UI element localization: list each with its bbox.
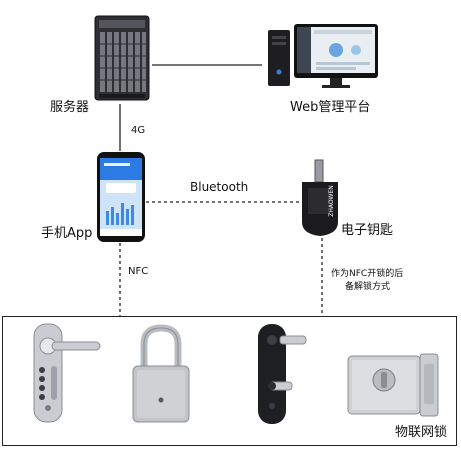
link-nfc-label: NFC (128, 266, 149, 277)
cabinet-lock-icon (250, 322, 310, 426)
link-4g-label: 4G (131, 125, 146, 136)
iot-locks-label: 物联网锁 (395, 425, 448, 440)
server-icon (93, 14, 151, 102)
phone-icon (96, 151, 146, 243)
e-key-label: 电子钥匙 (341, 223, 394, 238)
server-label: 服务器 (50, 100, 90, 115)
e-key-icon: ZHAOWEN (298, 158, 342, 238)
padlock-icon (128, 322, 194, 426)
iot-locks-group (2, 316, 457, 446)
link-bluetooth-label: Bluetooth (190, 180, 249, 194)
backup-note-line2: 备解锁方式 (345, 282, 391, 292)
web-platform-icon (266, 22, 381, 92)
rim-lock-icon (346, 350, 442, 418)
phone-app-label: 手机App (41, 226, 93, 241)
lever-lock-icon (22, 322, 104, 426)
backup-note-line1: 作为NFC开锁的后 (331, 269, 404, 279)
e-key-brand-text: ZHAOWEN (328, 185, 335, 217)
web-platform-label: Web管理平台 (290, 100, 371, 115)
